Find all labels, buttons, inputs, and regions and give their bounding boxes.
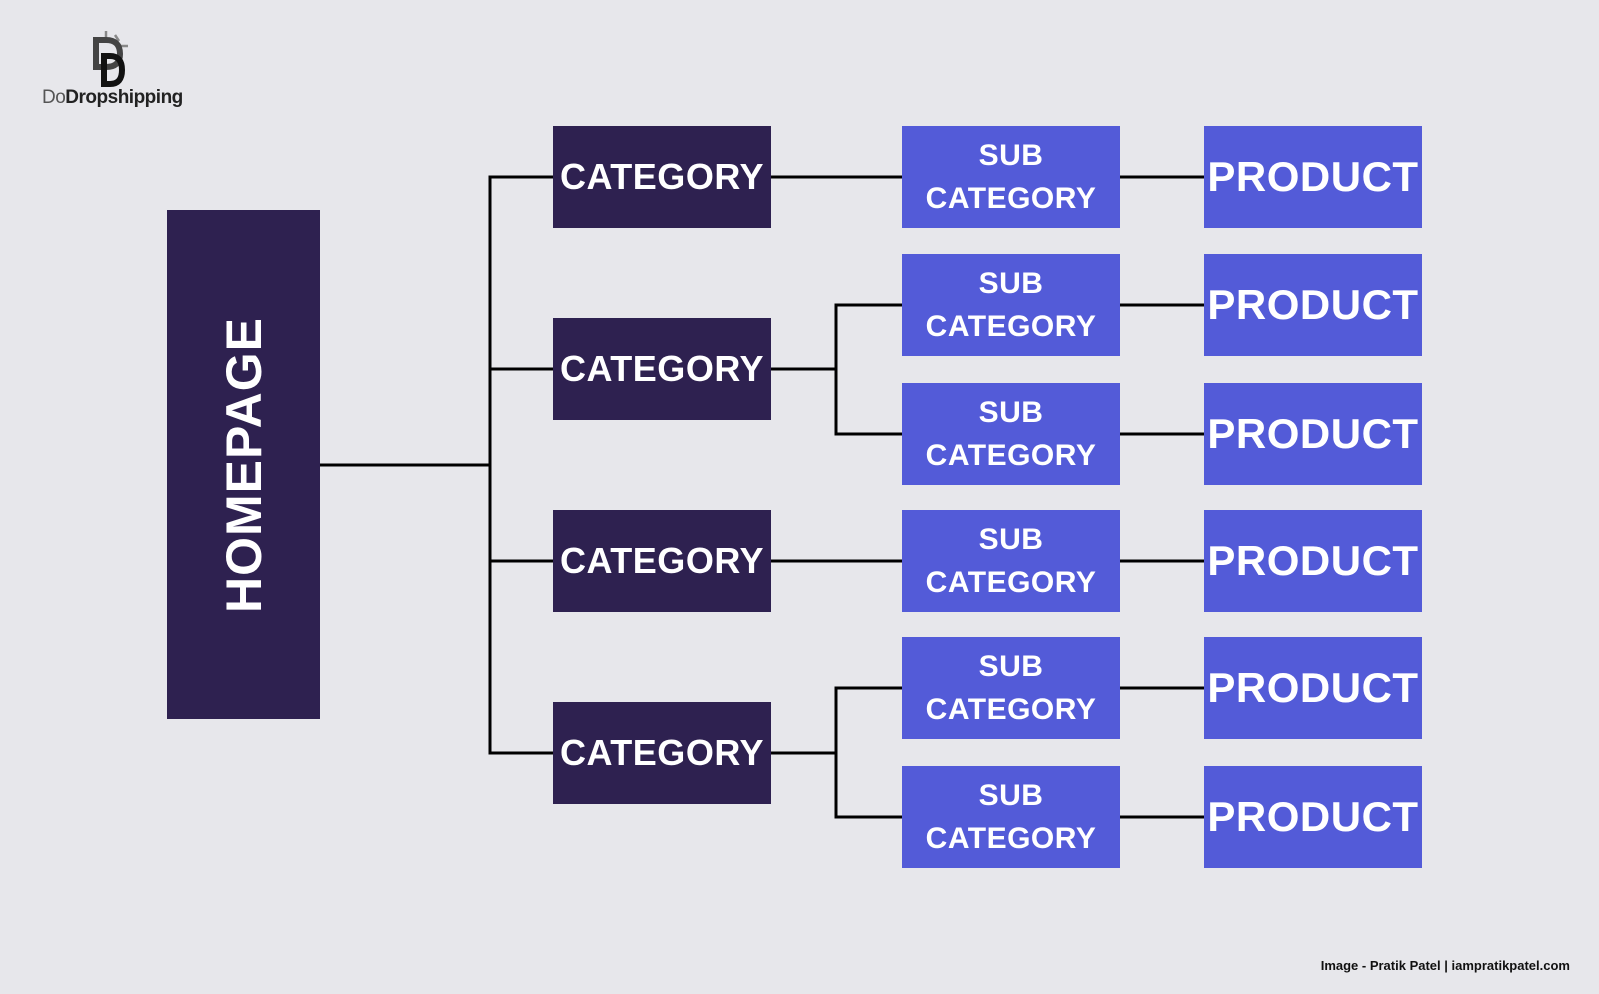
subcategory-node-2: SUB CATEGORY — [902, 254, 1120, 356]
subcategory-node-4: SUB CATEGORY — [902, 510, 1120, 612]
subcategory-node-1: SUB CATEGORY — [902, 126, 1120, 228]
product-node-5: PRODUCT — [1204, 637, 1422, 739]
category-node-2: CATEGORY — [553, 318, 771, 420]
image-credit: Image - Pratik Patel | iampratikpatel.co… — [1320, 958, 1570, 973]
homepage-node: HOMEPAGE — [167, 210, 320, 719]
category-node-4: CATEGORY — [553, 702, 771, 804]
subcategory-node-3: SUB CATEGORY — [902, 383, 1120, 485]
product-node-6: PRODUCT — [1204, 766, 1422, 868]
subcategory-node-6: SUB CATEGORY — [902, 766, 1120, 868]
product-node-2: PRODUCT — [1204, 254, 1422, 356]
logo-wordmark: DoDropshipping — [42, 87, 183, 109]
dodropshipping-logo: DoDropshipping — [40, 30, 183, 110]
category-node-3: CATEGORY — [553, 510, 771, 612]
product-node-3: PRODUCT — [1204, 383, 1422, 485]
product-node-4: PRODUCT — [1204, 510, 1422, 612]
logo-wordmark-brand: Dropshipping — [65, 87, 183, 108]
product-node-1: PRODUCT — [1204, 126, 1422, 228]
homepage-label: HOMEPAGE — [215, 316, 272, 613]
subcategory-node-5: SUB CATEGORY — [902, 637, 1120, 739]
category-node-1: CATEGORY — [553, 126, 771, 228]
logo-wordmark-prefix: Do — [42, 87, 66, 108]
dd-lightbulb-icon — [93, 31, 128, 87]
